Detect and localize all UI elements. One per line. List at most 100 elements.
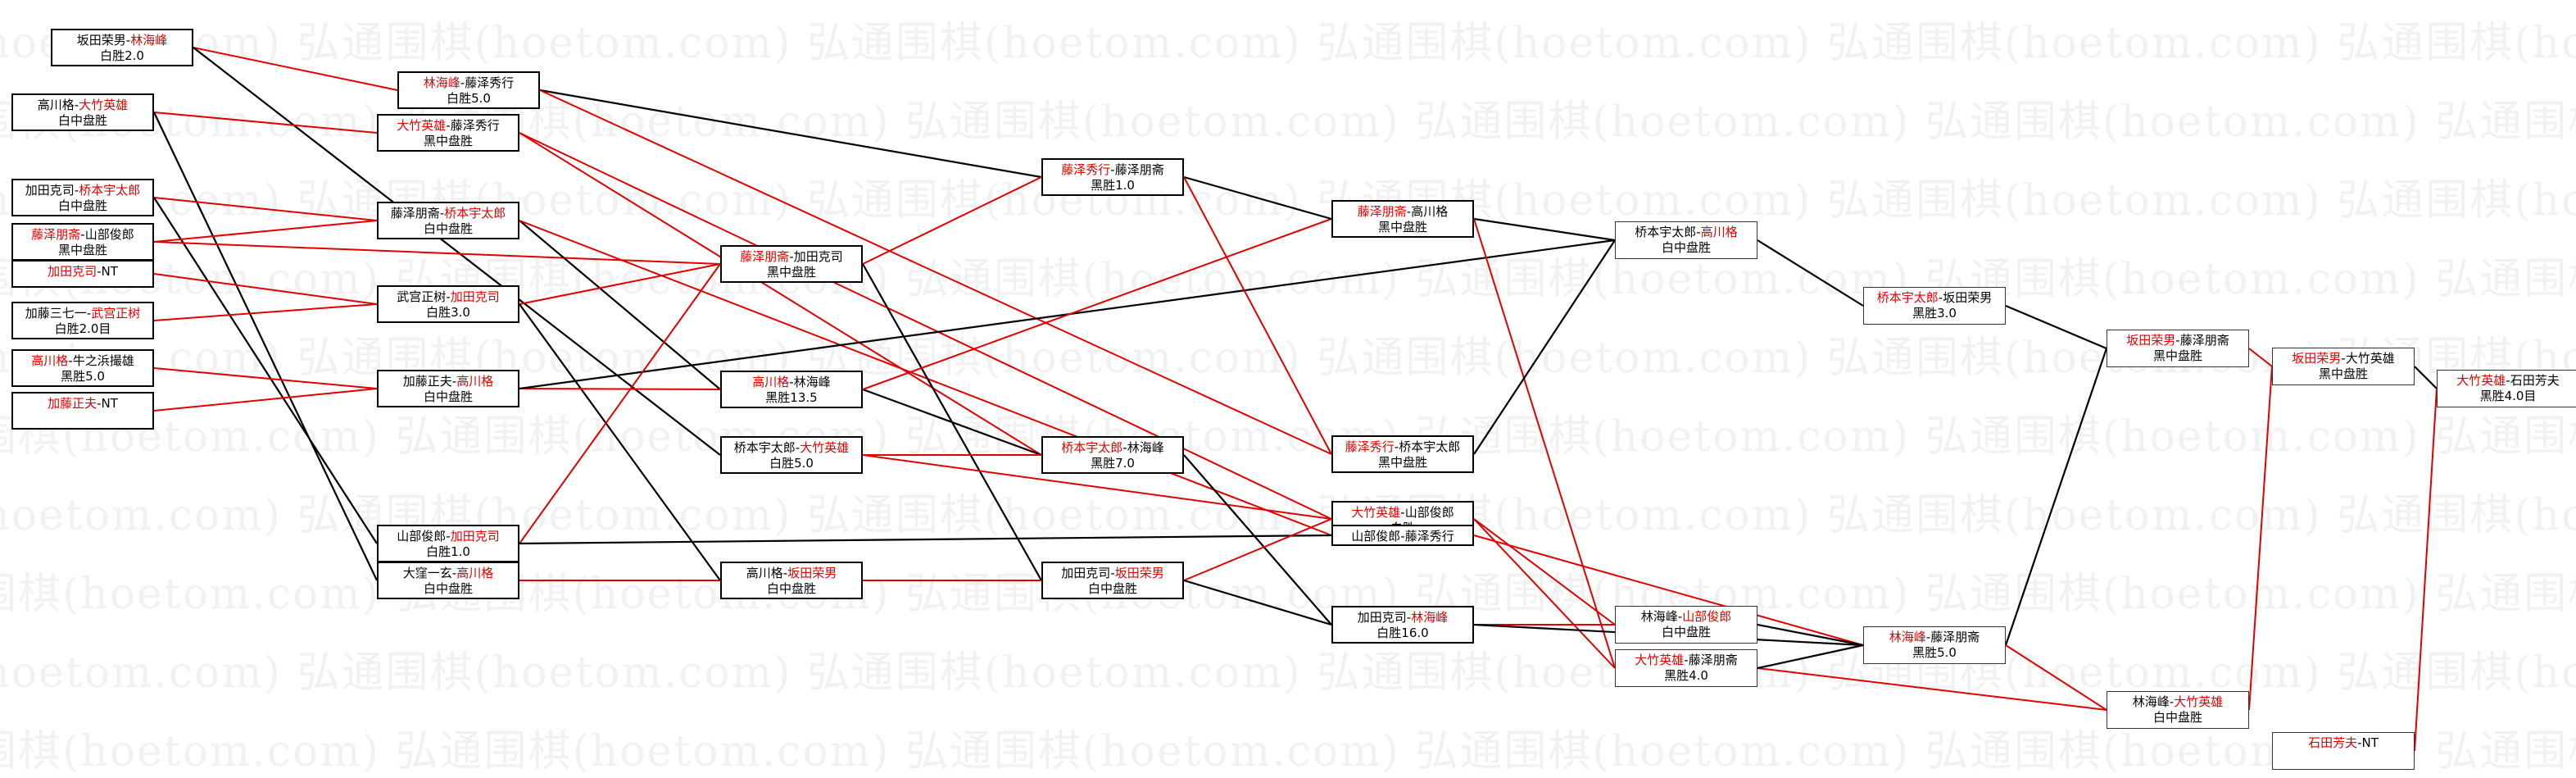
match-box: 林海峰-藤泽朋斋黑胜5.0 (1863, 626, 2006, 664)
player-white: 林海峰 (793, 375, 831, 389)
match-result: 白胜16.0 (1376, 626, 1429, 640)
players-separator: - (68, 353, 73, 368)
players-separator: - (1938, 290, 1943, 305)
match-result: 白中盘胜 (1661, 625, 1711, 639)
players-separator: - (451, 566, 457, 580)
match-players: 林海峰-藤泽朋斋 (1864, 630, 2005, 645)
match-players: 高川格-牛之浜撮雄 (13, 353, 152, 369)
bracket-connector (862, 176, 1042, 265)
bracket-connector (1757, 623, 1864, 647)
match-box: 藤泽秀行-藤泽朋斋黑胜1.0 (1041, 158, 1184, 196)
players-separator: - (1394, 439, 1399, 454)
player-white: 坂田荣男 (787, 566, 837, 580)
players-separator: - (1110, 566, 1115, 580)
bracket-connector (153, 367, 378, 389)
match-box: 大竹英雄-藤泽朋斋黑胜4.0 (1615, 649, 1757, 687)
player-black: 藤泽朋斋 (740, 249, 790, 264)
bracket-connector (1473, 218, 1616, 669)
match-box: 加田克司-NT (11, 260, 154, 288)
match-box: 石田芳夫-NT (2272, 732, 2415, 770)
players-separator: - (1400, 529, 1405, 544)
player-black: 加田克司 (1061, 566, 1111, 580)
match-result: 白胜2.0 (100, 48, 144, 63)
player-white: NT (101, 396, 118, 411)
match-box: 桥本宇太郎-大竹英雄白胜5.0 (720, 436, 863, 474)
players-separator: - (1925, 630, 1931, 644)
match-result: 白胜3.0 (426, 305, 470, 320)
player-black: 加藤三七一 (25, 306, 87, 321)
match-players: 石田芳夫-NT (2273, 735, 2414, 751)
match-players: 大竹英雄-藤泽秀行 (379, 118, 518, 134)
match-result: 黑胜1.0 (1091, 178, 1135, 193)
player-white: 大竹英雄 (2345, 351, 2395, 366)
bracket-connector (862, 388, 1042, 457)
match-box: 高川格-大竹英雄白中盘胜 (11, 93, 154, 131)
match-box: 大竹英雄-石田芳夫黑胜4.0目 (2437, 370, 2576, 407)
match-box: 坂田荣男-大竹英雄黑中盘胜 (2272, 348, 2415, 385)
player-white: 桥本宇太郎 (79, 183, 141, 198)
bracket-connector (1183, 176, 1332, 455)
bracket-connector (2004, 348, 2108, 646)
bracket-connector (1473, 518, 1616, 626)
player-white: 大竹英雄 (800, 440, 850, 455)
player-black: 高川格 (31, 353, 69, 368)
player-white: 藤泽朋斋 (2179, 333, 2229, 348)
bracket-connector (862, 218, 1332, 390)
player-black: 大窪一玄 (402, 566, 452, 580)
match-result: 白中盘胜 (423, 389, 473, 404)
match-result: 白中盘胜 (423, 221, 473, 236)
match-players: 高川格-林海峰 (722, 375, 861, 390)
bracket-connector (2005, 304, 2107, 350)
players-separator: - (1400, 505, 1405, 520)
match-box: 山部俊郎-加田克司白胜1.0 (377, 525, 519, 562)
player-black: 藤泽秀行 (1061, 162, 1111, 177)
match-box: 桥本宇太郎-坂田荣男黑胜3.0 (1863, 287, 2006, 325)
bracket-connector (1757, 239, 1864, 307)
player-black: 林海峰 (1640, 609, 1678, 624)
player-white: 藤泽朋斋 (1930, 630, 1980, 644)
bracket-connector (153, 111, 378, 134)
player-black: 藤泽朋斋 (31, 227, 81, 242)
player-black: 坂田荣男 (2126, 333, 2176, 348)
bracket-connector (2248, 366, 2273, 711)
player-white: 山部俊郎 (1682, 609, 1732, 624)
players-separator: - (446, 118, 451, 133)
player-white: 大竹英雄 (79, 98, 129, 112)
match-result: 白胜5.0 (447, 91, 491, 106)
match-players: 桥本宇太郎-高川格 (1616, 225, 1757, 240)
match-result: 黑胜3.0 (1912, 306, 1957, 321)
match-players: 加田克司-林海峰 (1333, 610, 1472, 626)
players-separator: - (2357, 735, 2362, 750)
bracket-connector (1183, 454, 1332, 626)
bracket-connector (153, 303, 378, 321)
match-result: 白胜1.0 (426, 544, 470, 559)
match-players: 山部俊郎-藤泽秀行 (1333, 529, 1472, 544)
bracket-connector (519, 220, 1332, 536)
match-result: 白中盘胜 (766, 581, 816, 596)
players-separator: - (446, 529, 451, 544)
match-result: 白中盘胜 (423, 581, 473, 596)
bracket-connector (519, 263, 721, 305)
match-players: 藤泽朋斋-高川格 (1333, 204, 1472, 220)
match-box: 藤泽朋斋-高川格黑中盘胜 (1331, 200, 1474, 238)
match-box: 山部俊郎-藤泽秀行 (1331, 525, 1474, 546)
match-players: 加藤三七一-武宫正树 (13, 306, 152, 321)
match-players: 大竹英雄-藤泽朋斋 (1616, 653, 1757, 668)
match-players: 林海峰-藤泽秀行 (399, 75, 538, 91)
players-separator: - (1406, 204, 1412, 219)
match-players: 加田克司-NT (13, 264, 152, 280)
match-result: 黑中盘胜 (2152, 348, 2202, 363)
players-separator: - (795, 440, 800, 455)
bracket-connector (519, 303, 721, 581)
bracket-connector (153, 273, 378, 305)
player-black: 大竹英雄 (1351, 505, 1401, 520)
match-players: 坂田荣男-林海峰 (52, 33, 192, 48)
bracket-connector (539, 89, 1042, 179)
player-black: 高川格 (37, 98, 75, 112)
player-black: 加田克司 (1357, 610, 1407, 625)
match-result: 白中盘胜 (57, 113, 107, 128)
match-players: 高川格-坂田荣男 (722, 566, 861, 581)
match-players: 桥本宇太郎-大竹英雄 (722, 440, 861, 456)
bracket-connector (2414, 388, 2438, 752)
match-result: 黑中盘胜 (1377, 220, 1427, 234)
